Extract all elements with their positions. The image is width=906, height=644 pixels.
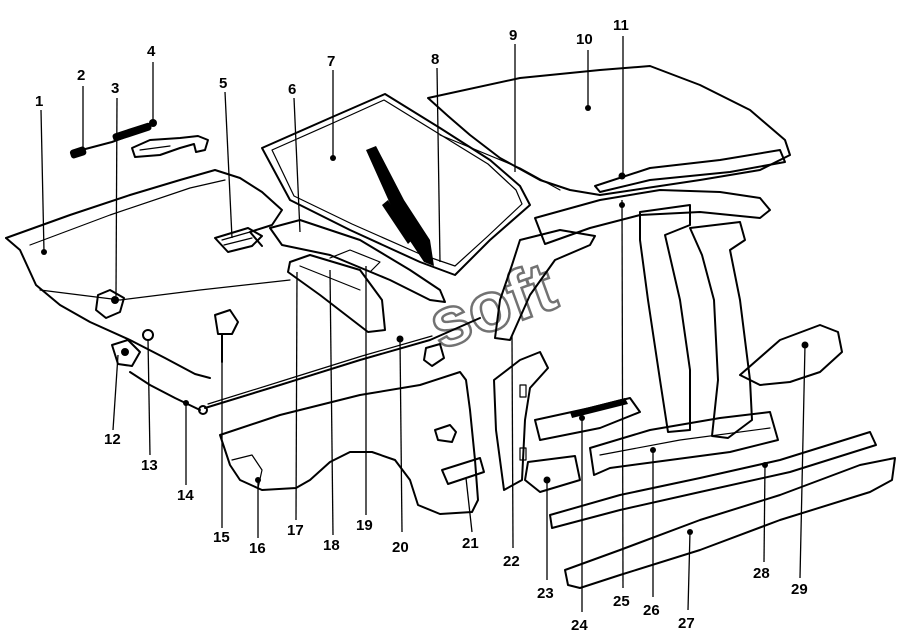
door-sill-trims	[524, 397, 641, 493]
callout-6: 6	[288, 81, 296, 98]
callout-7: 7	[327, 53, 335, 70]
part-drawings	[5, 65, 896, 589]
roof-panel	[427, 65, 791, 196]
callout-16: 16	[249, 540, 266, 557]
callout-17: 17	[287, 522, 304, 539]
callout-10: 10	[576, 31, 593, 48]
callout-1: 1	[35, 93, 43, 110]
callout-27: 27	[678, 615, 695, 632]
callout-14: 14	[177, 487, 194, 504]
callout-28: 28	[753, 565, 770, 582]
callout-26: 26	[643, 602, 660, 619]
callout-22: 22	[503, 553, 520, 570]
callout-3: 3	[111, 80, 119, 97]
callout-12: 12	[104, 431, 121, 448]
callout-13: 13	[141, 457, 158, 474]
callout-19: 19	[356, 517, 373, 534]
fender-trim	[441, 457, 485, 485]
callout-numbers: 1 2 3 4 5 6 7 8 9 10 11 12 13 14 15 16 1…	[35, 17, 808, 634]
callout-15: 15	[213, 529, 230, 546]
callout-5: 5	[219, 75, 227, 92]
hood-latch	[95, 289, 125, 319]
roof-drip-rail	[594, 149, 786, 193]
release-cable	[204, 317, 481, 409]
hood-hinge	[131, 135, 209, 158]
callout-9: 9	[509, 27, 517, 44]
a-pillar-trim	[493, 351, 549, 491]
latch-bracket	[214, 309, 239, 363]
cowl-grille	[214, 227, 263, 253]
callout-23: 23	[537, 585, 554, 602]
leader-lines	[40, 36, 806, 612]
hood-strut	[69, 119, 157, 159]
callout-25: 25	[613, 593, 630, 610]
windshield	[261, 93, 531, 276]
callout-24: 24	[571, 617, 588, 634]
side-body-frame	[494, 189, 779, 476]
hood-panel	[5, 169, 291, 379]
callout-4: 4	[147, 43, 156, 60]
callout-18: 18	[323, 537, 340, 554]
svg-text:soft: soft	[418, 247, 565, 364]
callout-20: 20	[392, 539, 409, 556]
cable-clip	[423, 343, 445, 367]
rear-quarter-panel	[739, 324, 843, 386]
callout-8: 8	[431, 51, 439, 68]
callout-29: 29	[791, 581, 808, 598]
callout-2: 2	[77, 67, 85, 84]
callout-11: 11	[613, 17, 629, 34]
callout-21: 21	[462, 535, 479, 552]
watermark-lettering: soft	[417, 246, 567, 366]
front-fender	[219, 371, 479, 515]
rocker-mouldings	[549, 431, 896, 589]
